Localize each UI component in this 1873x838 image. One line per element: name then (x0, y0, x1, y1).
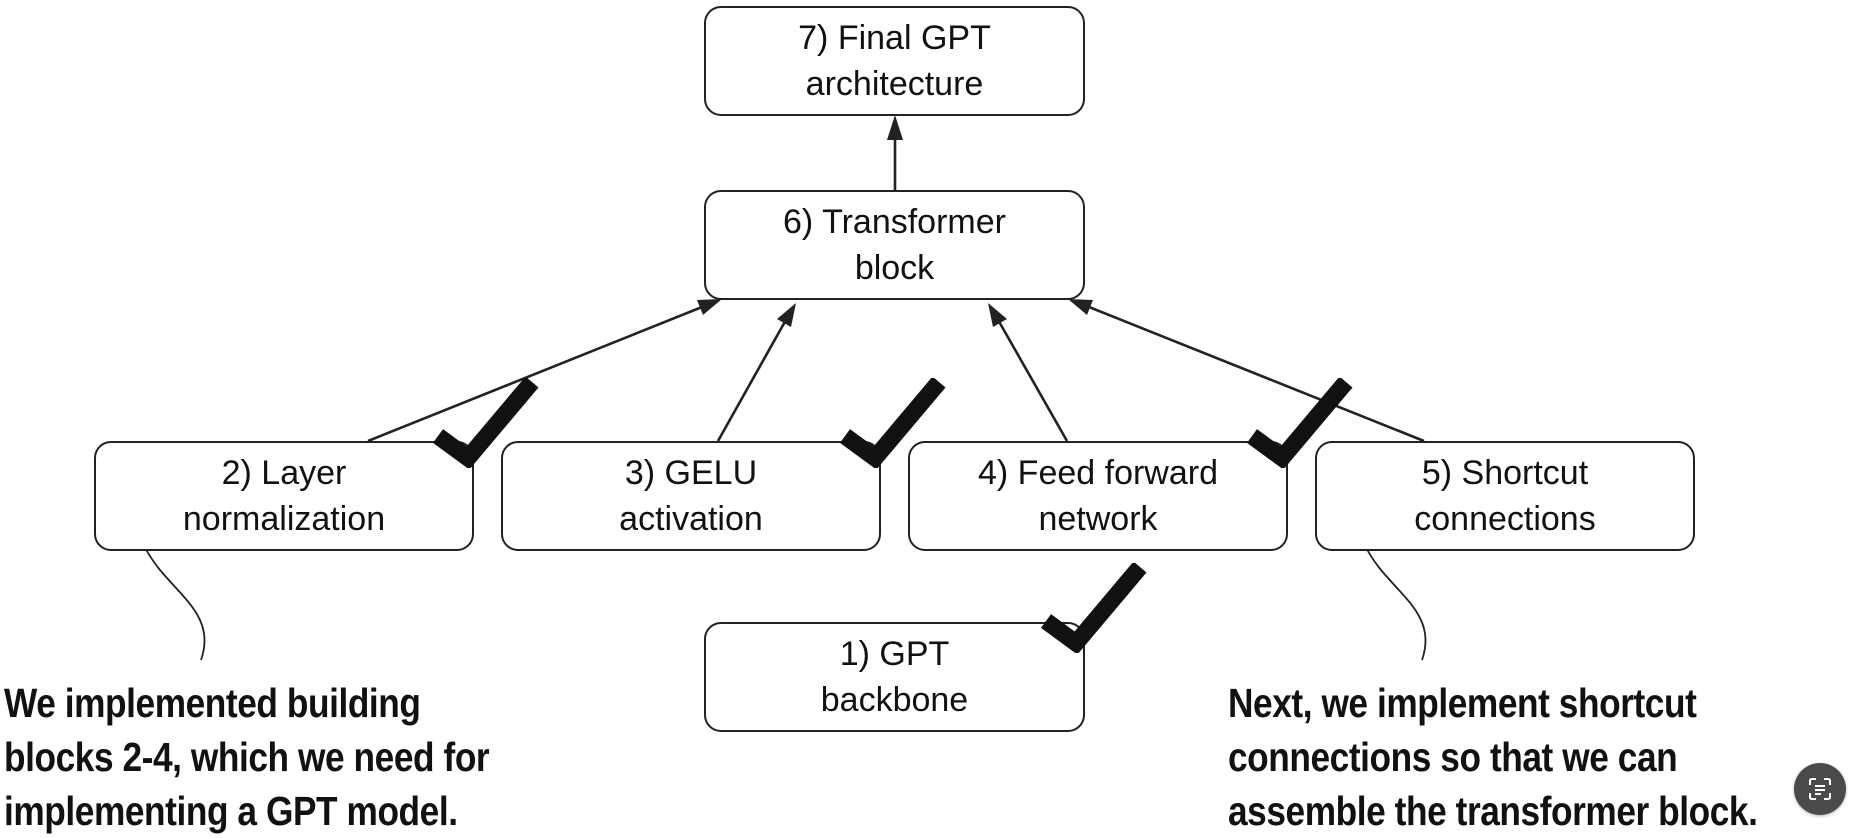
google-lens-icon (1809, 778, 1831, 800)
arrowhead-feedforward (988, 303, 1007, 327)
node-feed-forward-network: 4) Feed forward network (908, 441, 1288, 551)
node-gpt-backbone-line2: backbone (820, 681, 969, 719)
left-annotation-line3: implementing a GPT model. (4, 788, 458, 834)
arrowhead-final (887, 115, 903, 140)
node-transformer-block-line1: 6) Transformer (783, 203, 1006, 241)
node-gelu-activation-line2: activation (619, 500, 763, 538)
node-gpt-backbone: 1) GPT backbone (704, 622, 1085, 732)
edge-layernorm-to-transformer (367, 303, 708, 443)
google-lens-button[interactable] (1794, 763, 1846, 815)
node-layer-normalization: 2) Layer normalization (94, 441, 474, 551)
right-annotation-line3: assemble the transformer block. (1228, 788, 1758, 834)
node-gelu-activation-line1: 3) GELU (624, 454, 758, 492)
node-final-gpt-line1: 7) Final GPT (798, 19, 991, 57)
right-annotation: Next, we implement shortcut connections … (1228, 676, 1758, 838)
edge-shortcut-to-transformer (1083, 303, 1425, 443)
left-annotation-line2: blocks 2-4, which we need for (4, 734, 490, 780)
checkmark-icon-gelu-activation (839, 378, 946, 468)
node-transformer-block-line2: block (854, 249, 935, 287)
checkmark-icon-gpt-backbone (1040, 563, 1147, 653)
checkmark-icon-layer-normalization (432, 378, 539, 468)
node-feed-forward-network-line1: 4) Feed forward (978, 454, 1218, 492)
node-shortcut-connections-line1: 5) Shortcut (1421, 454, 1589, 492)
node-gpt-backbone-line1: 1) GPT (839, 635, 950, 673)
checkmark-icon-feed-forward-network (1246, 378, 1353, 468)
left-annotation: We implemented building blocks 2-4, whic… (4, 676, 490, 838)
left-annotation-line1: We implemented building (4, 680, 421, 726)
node-shortcut-connections: 5) Shortcut connections (1315, 441, 1695, 551)
arrowhead-shortcut (1068, 299, 1093, 315)
node-feed-forward-network-line2: network (1038, 500, 1158, 538)
right-annotation-line1: Next, we implement shortcut (1228, 680, 1697, 726)
arrowhead-layernorm (697, 299, 722, 315)
edge-gelu-to-transformer (716, 317, 789, 442)
node-final-gpt-line2: architecture (805, 65, 984, 103)
node-shortcut-connections-line2: connections (1414, 500, 1596, 538)
node-transformer-block: 6) Transformer block (704, 190, 1085, 300)
edge-feedforward-to-transformer (995, 317, 1069, 442)
node-gelu-activation: 3) GELU activation (501, 441, 881, 551)
node-final-gpt: 7) Final GPT architecture (704, 6, 1085, 116)
node-layer-normalization-line1: 2) Layer (221, 454, 347, 492)
node-layer-normalization-line2: normalization (182, 500, 386, 538)
right-annotation-line2: connections so that we can (1228, 734, 1678, 780)
arrowhead-gelu (777, 303, 796, 327)
